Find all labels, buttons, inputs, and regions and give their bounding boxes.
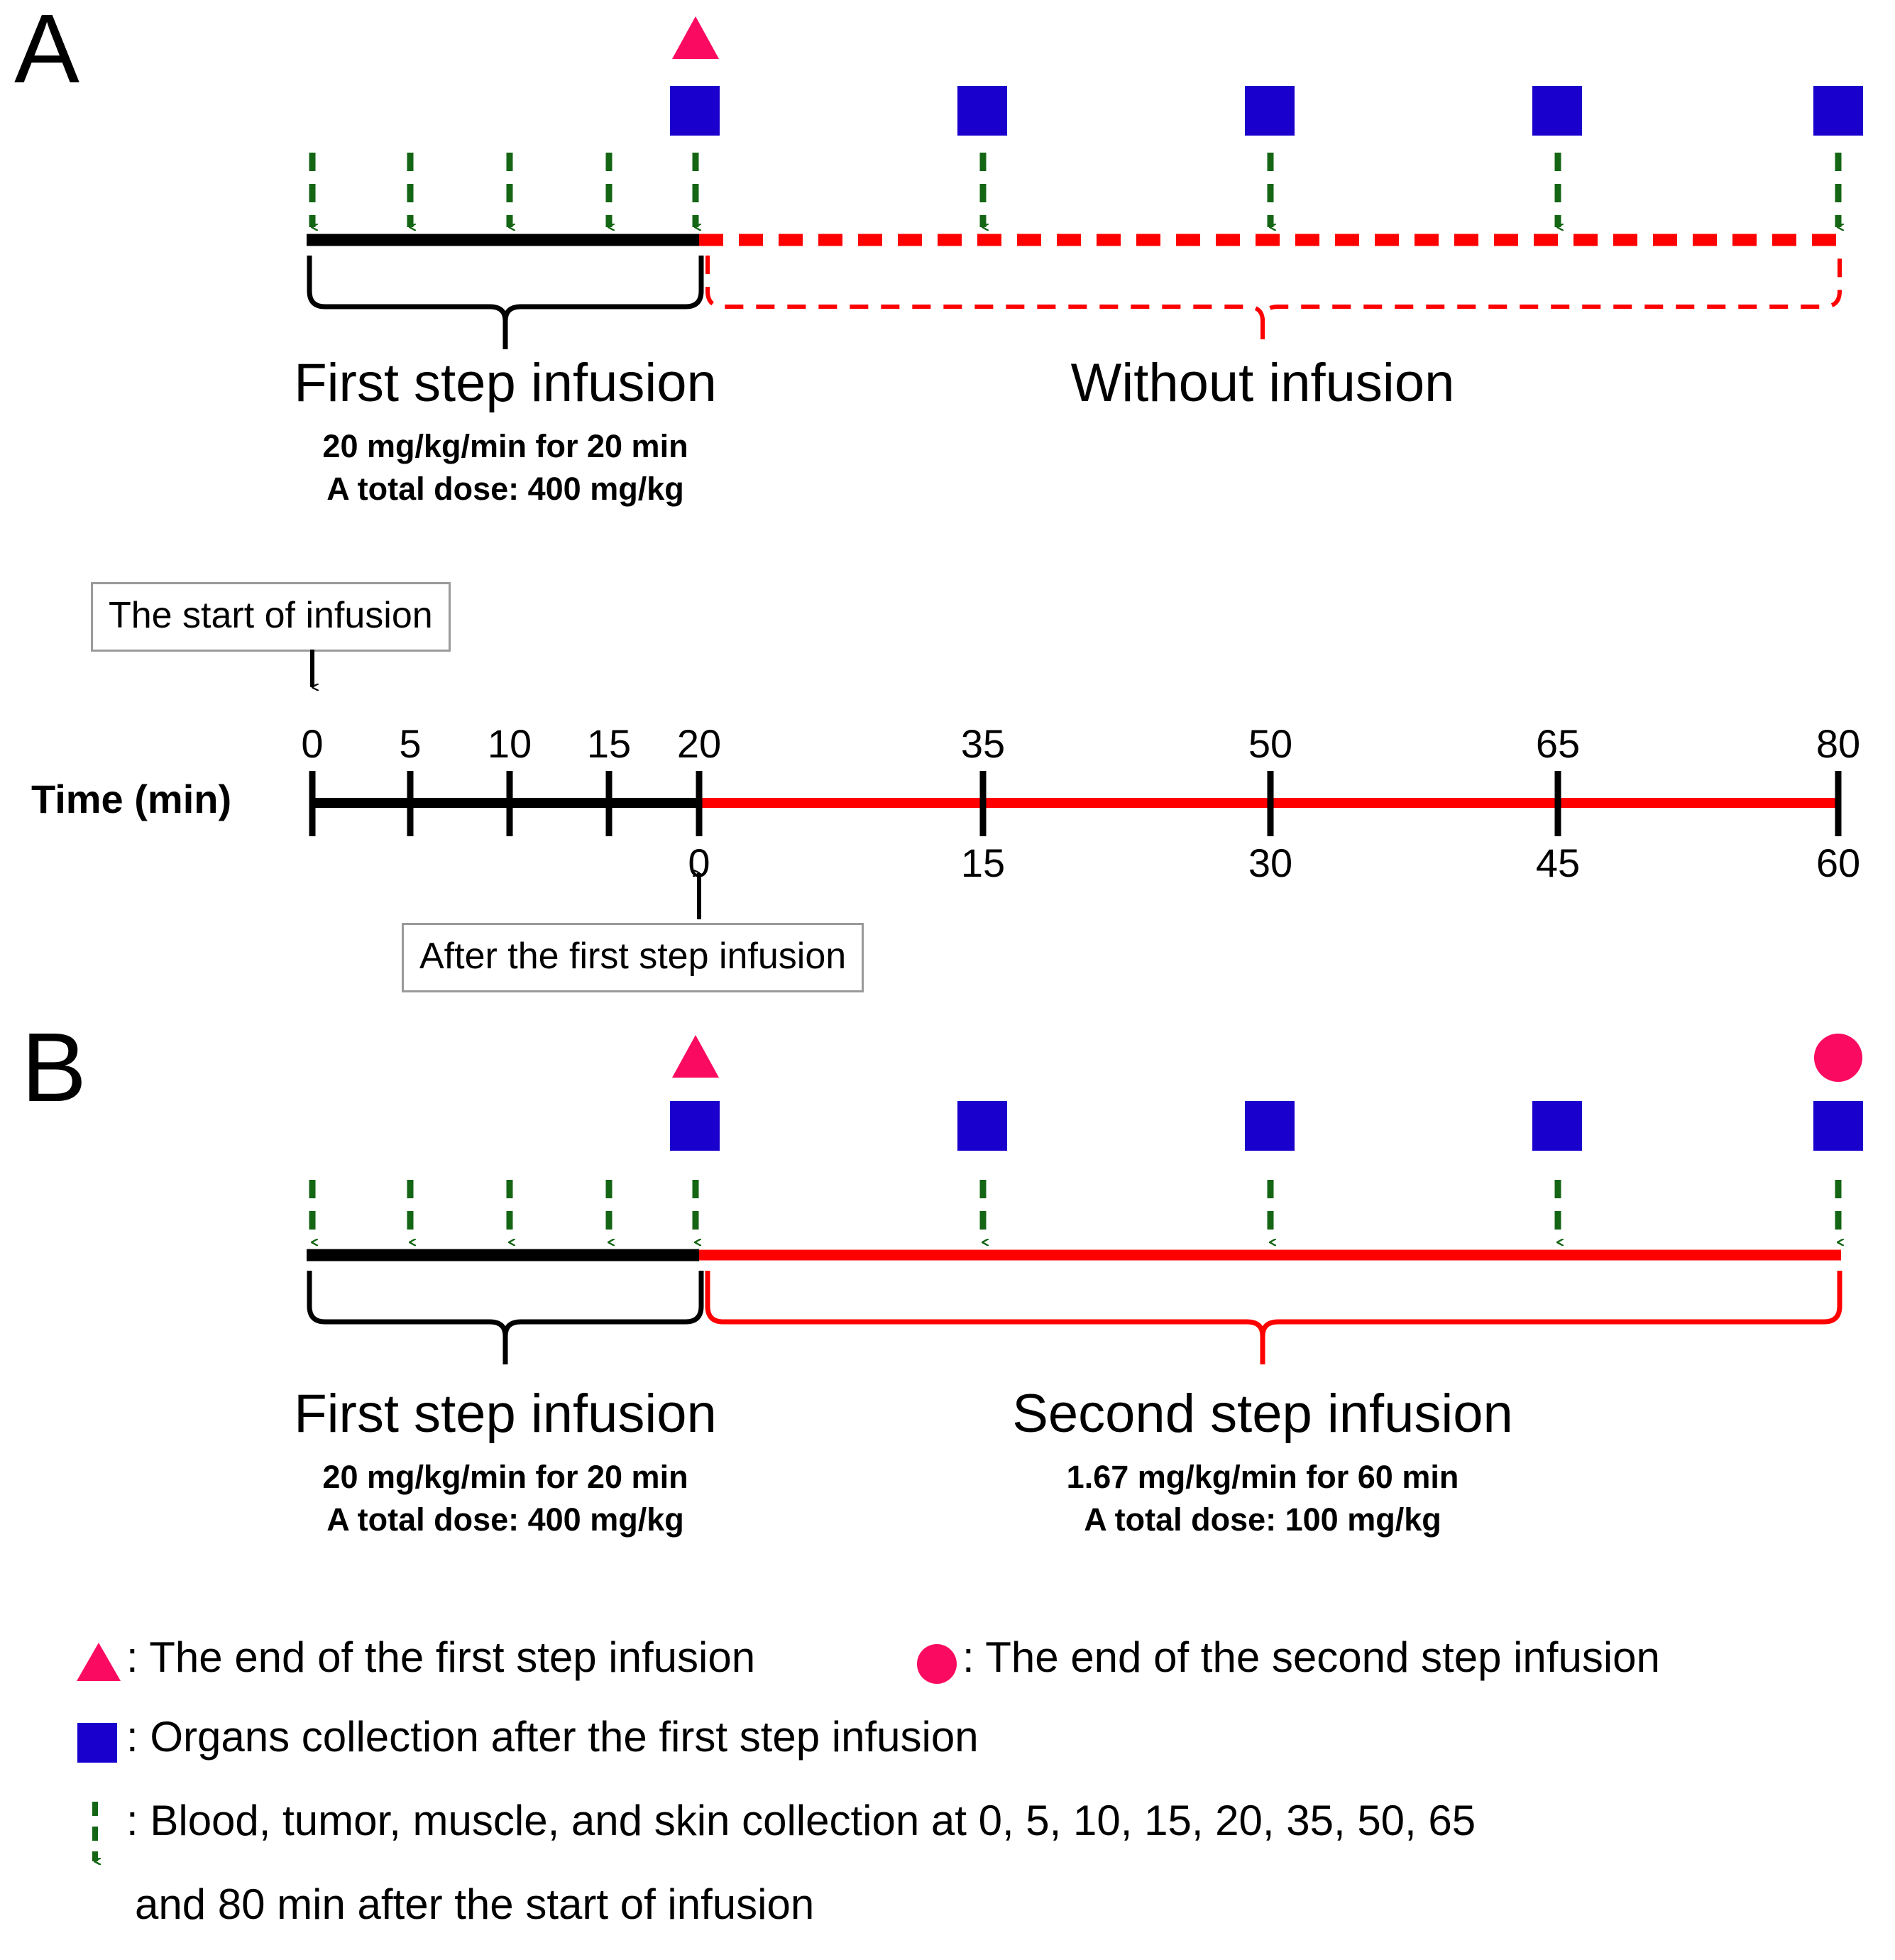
- axis-tick-label-top: 5: [399, 721, 422, 766]
- square-marker-organ-collection: [670, 1101, 720, 1151]
- square-marker-organ-collection: [1245, 1101, 1295, 1151]
- legend-item-end-first-step: : The end of the first step infusion: [71, 1633, 755, 1688]
- panel-a-first-step-dose: A total dose: 400 mg/kg: [326, 471, 684, 507]
- axis-tick-label-bottom: 0: [688, 841, 710, 885]
- panel-b-second-step-title: Second step infusion: [1012, 1384, 1513, 1444]
- square-marker-organ-collection: [957, 86, 1007, 136]
- legend-label-end-first-step: : The end of the first step infusion: [126, 1633, 756, 1681]
- panel-b-graphics: [307, 1034, 1863, 1364]
- legend-label-organ-collection: : Organs collection after the first step…: [126, 1713, 979, 1761]
- panel-a-graphics: [307, 16, 1863, 349]
- axis-tick-label-top: 65: [1535, 721, 1581, 766]
- brace-without-infusion: [705, 256, 1842, 322]
- square-marker-organ-collection: [1813, 86, 1863, 136]
- triangle-marker-end-first-step: [672, 1035, 719, 1078]
- brace-first-step-infusion: [307, 256, 704, 322]
- brace-first-step-infusion: [307, 1271, 704, 1337]
- square-marker-organ-collection: [1532, 1101, 1582, 1151]
- panel-label-b: B: [21, 1013, 87, 1122]
- time-axis-graphics: [309, 650, 1842, 919]
- triangle-marker-icon: [77, 1643, 121, 1681]
- axis-tick-label-bottom: 30: [1248, 841, 1293, 885]
- axis-tick-label-bottom: 60: [1816, 841, 1861, 885]
- legend-item-end-second-step: : The end of the second step infusion: [911, 1633, 1660, 1688]
- axis-tick-label-top: 15: [586, 721, 632, 766]
- legend-item-organ-collection: : Organs collection after the first step…: [71, 1712, 979, 1768]
- axis-tick-label-top: 50: [1248, 721, 1293, 766]
- axis-tick-label-bottom: 45: [1535, 841, 1581, 885]
- circle-marker-icon: [917, 1644, 957, 1684]
- dashed-arrow-marker-icon: [92, 1802, 126, 1880]
- panel-b-second-step-dose: A total dose: 100 mg/kg: [1084, 1501, 1441, 1538]
- square-marker-organ-collection: [1245, 86, 1295, 136]
- panel-b-second-step-rate: 1.67 mg/kg/min for 60 min: [1066, 1459, 1459, 1495]
- panel-b-first-step-dose: A total dose: 400 mg/kg: [326, 1501, 684, 1538]
- brace-second-step-infusion: [705, 1271, 1842, 1337]
- legend-item-blood-collection: : Blood, tumor, muscle, and skin collect…: [71, 1796, 1844, 1880]
- legend-label-blood-collection-line1: : Blood, tumor, muscle, and skin collect…: [126, 1797, 1476, 1844]
- square-marker-organ-collection: [670, 86, 720, 136]
- axis-tick-label-top: 35: [960, 721, 1006, 766]
- legend-label-blood-collection-line2: and 80 min after the start of infusion: [135, 1880, 815, 1928]
- panel-label-a: A: [14, 0, 79, 104]
- axis-tick-label-top: 20: [676, 721, 722, 766]
- square-marker-organ-collection: [1813, 1101, 1863, 1151]
- panel-b-first-step-title: First step infusion: [294, 1384, 717, 1444]
- panel-a-first-step-rate: 20 mg/kg/min for 20 min: [322, 428, 688, 464]
- panel-a-first-step-title: First step infusion: [294, 353, 717, 413]
- axis-tick-label-top: 10: [487, 721, 532, 766]
- square-marker-organ-collection: [957, 1101, 1007, 1151]
- callout-start-of-infusion: The start of infusion: [91, 582, 451, 652]
- panel-a-without-infusion-title: Without infusion: [1070, 353, 1455, 413]
- axis-tick-label-bottom: 15: [960, 841, 1006, 885]
- axis-title-time: Time (min): [31, 777, 232, 821]
- axis-tick-label-top: 0: [301, 721, 324, 766]
- panel-b-first-step-rate: 20 mg/kg/min for 20 min: [322, 1459, 688, 1495]
- square-marker-icon: [77, 1723, 117, 1763]
- axis-tick-label-top: 80: [1816, 721, 1861, 766]
- square-marker-organ-collection: [1532, 86, 1582, 136]
- triangle-marker-end-first-step: [672, 16, 719, 59]
- callout-after-first-step: After the first step infusion: [402, 923, 864, 992]
- legend-label-end-second-step: : The end of the second step infusion: [962, 1633, 1660, 1681]
- circle-marker-end-second-step: [1814, 1034, 1862, 1082]
